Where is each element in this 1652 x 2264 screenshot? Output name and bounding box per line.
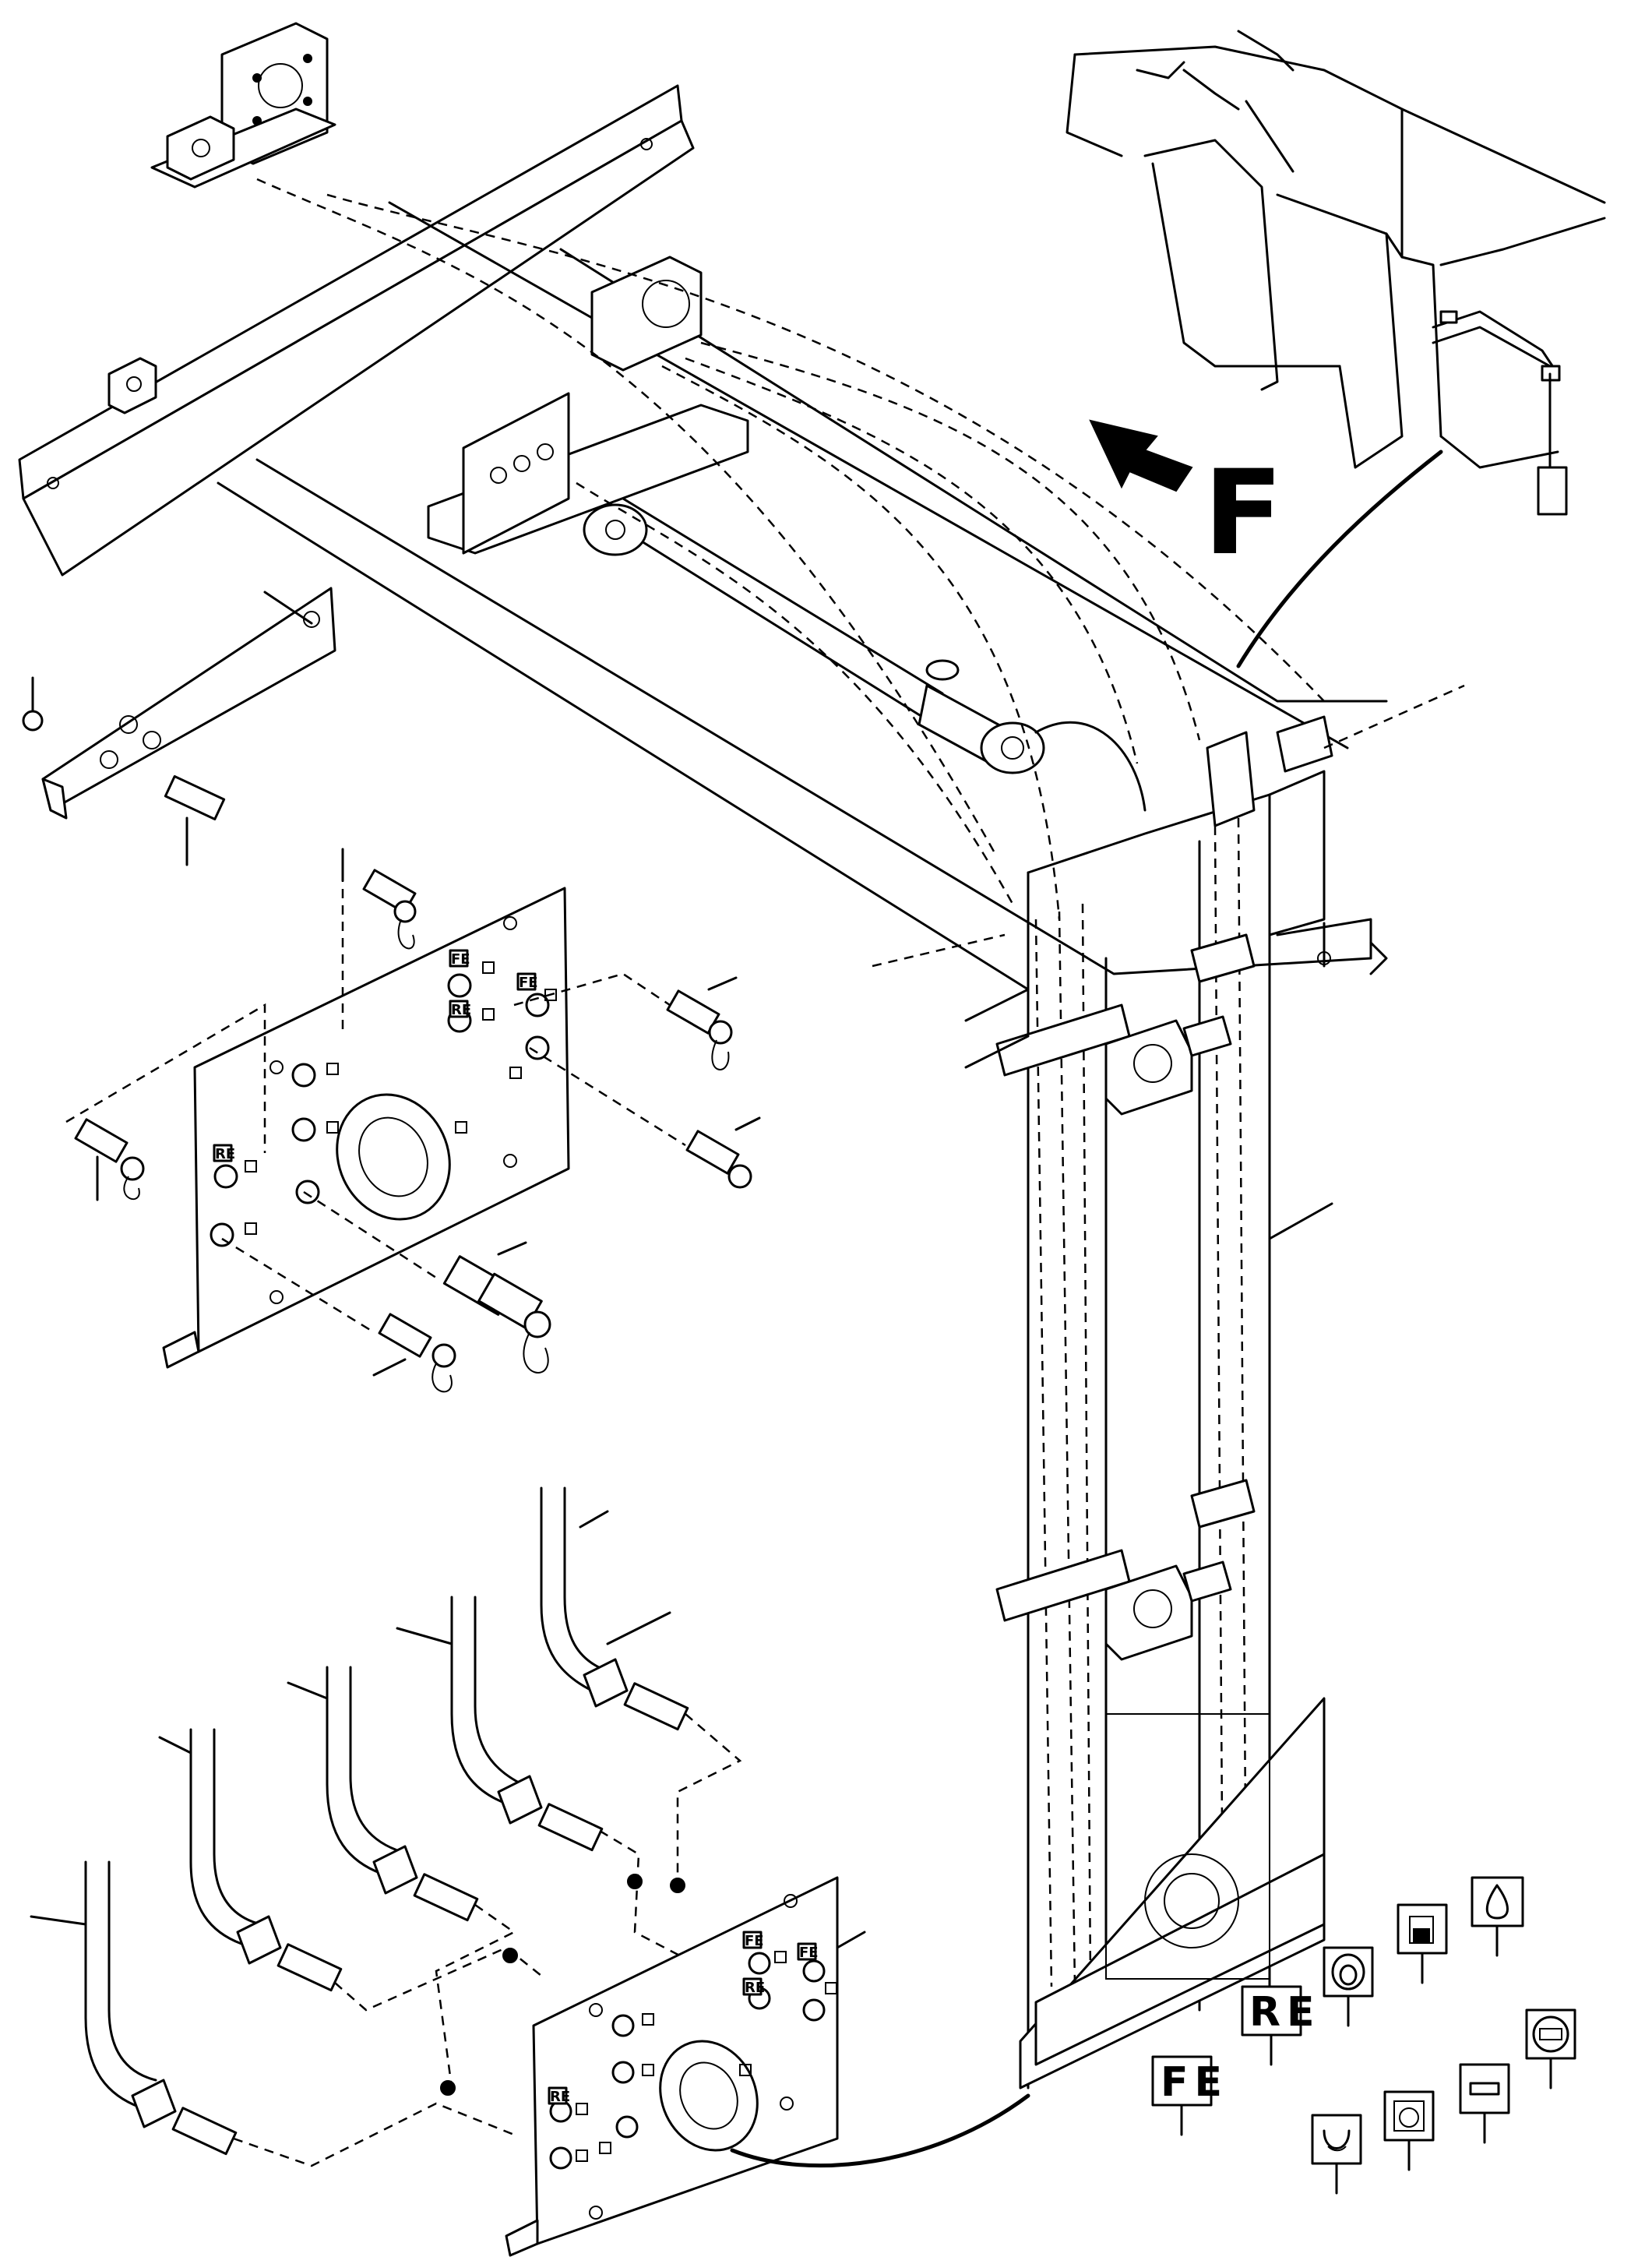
fe-symbol-box [1151, 2055, 1213, 2107]
detail-view-f-inset [1066, 30, 1606, 668]
view-letter: F [1203, 446, 1283, 581]
rectangle-symbol-icon [1459, 2063, 1510, 2144]
panel-tag-re-4: RE [550, 2089, 570, 2105]
panel-tag-fe-4: FE [799, 1945, 819, 1961]
main-frame-beam [217, 201, 1388, 991]
level-symbol-icon [1383, 2090, 1435, 2171]
panel-tag-re-1: RE [451, 1002, 471, 1018]
quick-couplings-upper [65, 848, 761, 1393]
rotation-symbol-icon [1525, 2008, 1576, 2089]
panel-tag-fe-1: FE [451, 951, 470, 968]
tank-symbol-icon [1397, 1903, 1448, 1984]
panel-tag-re-3: RE [745, 1980, 765, 1996]
frame-base-plate [964, 918, 1372, 1069]
upper-angle-bar [18, 84, 695, 577]
drop-symbol-icon [1471, 1876, 1524, 1957]
coupling-bottom-2 [442, 1241, 551, 1374]
coupling-right-1 [666, 976, 738, 1070]
re-symbol-label: RE [1249, 1989, 1321, 2036]
fe-symbol-label: FE [1161, 2059, 1228, 2106]
coupling-top [341, 848, 417, 950]
top-mount-block [150, 22, 336, 189]
mast-clamps-lower [995, 1479, 1256, 1661]
hoses-lower [30, 1486, 742, 2167]
vertical-mast [1019, 770, 1326, 2089]
bucket-tilt-icon [1311, 2114, 1362, 2195]
symbol-legend: FE RE [1151, 1876, 1576, 2195]
view-direction-marker: F [1089, 419, 1283, 581]
hose-routing-lines [256, 178, 1465, 968]
detail-leader-curve [730, 2093, 1030, 2168]
hydraulic-cylinder [583, 497, 1147, 812]
view-arrow-icon [1089, 419, 1193, 492]
coupling-right-2 [685, 1116, 761, 1189]
reference-leaders [263, 591, 1333, 1645]
panel-tag-fe-2: FE [519, 975, 538, 991]
bulb-symbol-icon [1323, 1946, 1374, 2027]
panel-tag-re-2: RE [215, 1146, 235, 1162]
coupling-left [74, 1118, 145, 1201]
small-angle-bracket [22, 587, 336, 866]
coupling-bottom-1 [372, 1313, 456, 1393]
panel-tag-fe-3: FE [745, 1933, 764, 1949]
re-symbol-box [1241, 1985, 1302, 2037]
coupling-panel-upper: FE RE FE RE [162, 887, 570, 1369]
mast-clamps-upper [995, 715, 1333, 1116]
coupling-panel-lower: FE RE FE RE [505, 1876, 866, 2257]
